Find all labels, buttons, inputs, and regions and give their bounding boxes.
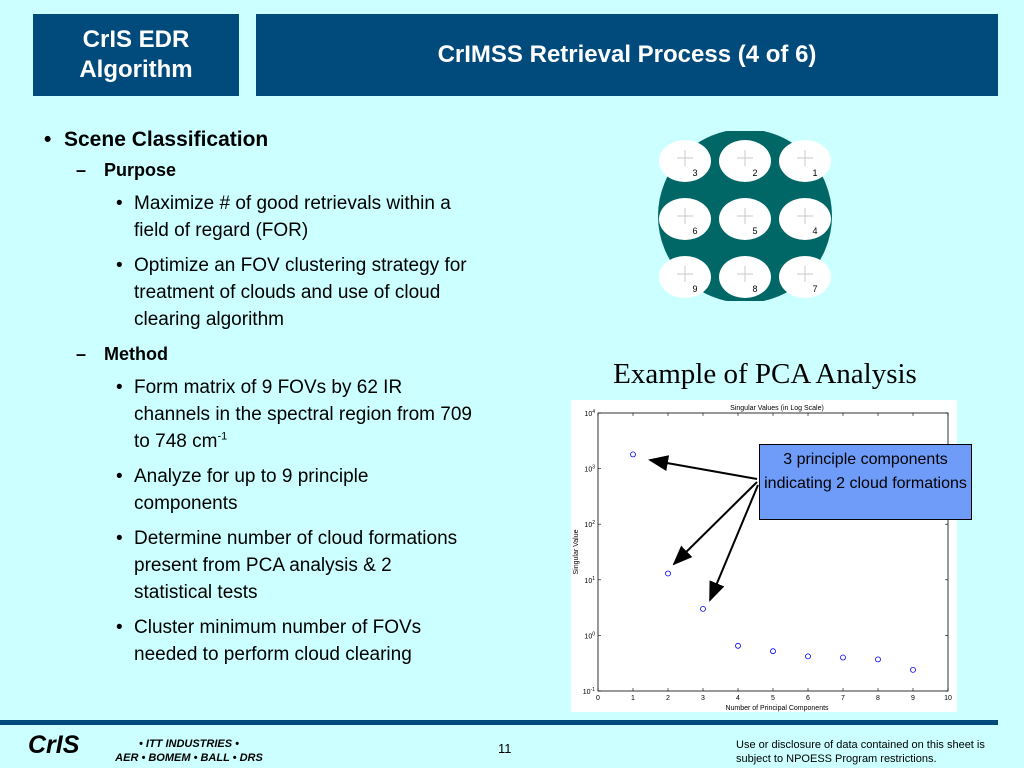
usage-notice: Use or disclosure of data contained on t… bbox=[736, 739, 985, 765]
sub-heading-text: Purpose bbox=[104, 160, 177, 180]
sub-heading-purpose: – Purpose bbox=[44, 157, 474, 184]
fov-label: 7 bbox=[812, 284, 817, 294]
cris-logo: CrIS bbox=[28, 731, 80, 759]
sponsors-line1: • ITT INDUSTRIES • bbox=[139, 738, 239, 750]
x-tick-label: 5 bbox=[771, 695, 775, 702]
slide-content: • Scene Classification – Purpose • Maxim… bbox=[44, 126, 474, 676]
fov-cell: 4 bbox=[779, 198, 831, 240]
slide-title: CrIMSS Retrieval Process (4 of 6) bbox=[437, 41, 817, 68]
fov-cell: 5 bbox=[719, 198, 771, 240]
section-label-line2: Algorithm bbox=[79, 56, 193, 83]
y-axis-label: Singular Value bbox=[573, 529, 580, 574]
data-point bbox=[875, 656, 881, 663]
fov-cell: 7 bbox=[779, 256, 831, 298]
chart-title: Singular Values (in Log Scale) bbox=[730, 405, 824, 412]
pca-title: Example of PCA Analysis bbox=[613, 358, 917, 390]
method-item-text: Cluster minimum number of FOVs needed to… bbox=[134, 617, 422, 665]
sub-heading-text: Method bbox=[104, 344, 168, 364]
x-tick-label: 10 bbox=[944, 695, 952, 702]
x-axis-label: Number of Principal Components bbox=[725, 705, 829, 712]
section-label-line1: CrIS EDR bbox=[82, 26, 190, 53]
bullet-dot: • bbox=[44, 128, 52, 151]
x-tick-label: 6 bbox=[806, 695, 810, 702]
x-tick-label: 4 bbox=[736, 695, 740, 702]
bullet-dot: • bbox=[116, 255, 123, 276]
bullet-scene-classification: • Scene Classification bbox=[44, 126, 474, 153]
purpose-item: • Optimize an FOV clustering strategy fo… bbox=[44, 252, 474, 333]
method-item: • Determine number of cloud formations p… bbox=[44, 525, 474, 606]
x-tick-label: 8 bbox=[876, 695, 880, 702]
superscript: -1 bbox=[217, 430, 228, 443]
data-point bbox=[910, 666, 916, 673]
fov-label: 3 bbox=[692, 168, 697, 178]
dash-marker: – bbox=[76, 344, 87, 364]
purpose-item: • Maximize # of good retrievals within a… bbox=[44, 190, 474, 244]
x-tick-label: 2 bbox=[666, 695, 670, 702]
y-tick-label: 101 bbox=[584, 576, 595, 585]
fov-cell: 3 bbox=[659, 140, 711, 182]
bullet-dot: • bbox=[116, 617, 123, 638]
y-tick-label: 104 bbox=[584, 409, 595, 418]
method-item: • Form matrix of 9 FOVs by 62 IR channel… bbox=[44, 374, 474, 455]
data-point bbox=[770, 648, 776, 655]
x-tick-label: 1 bbox=[631, 695, 635, 702]
data-point bbox=[735, 642, 741, 649]
bullet-dot: • bbox=[116, 377, 123, 398]
x-tick-label: 9 bbox=[911, 695, 915, 702]
footer-rule bbox=[0, 720, 998, 725]
bullet-dot: • bbox=[116, 193, 123, 214]
slide-title-bar: CrIMSS Retrieval Process (4 of 6) bbox=[256, 14, 998, 96]
data-point bbox=[840, 654, 846, 661]
x-tick-label: 3 bbox=[701, 695, 705, 702]
y-tick-label: 10-1 bbox=[583, 687, 595, 696]
x-tick-label: 7 bbox=[841, 695, 845, 702]
bullet-text: Scene Classification bbox=[64, 128, 269, 151]
sub-heading-method: – Method bbox=[44, 341, 474, 368]
fov-diagram: 3 2 1 6 5 4 9 8 7 bbox=[658, 131, 832, 301]
pca-callout: 3 principle components indicating 2 clou… bbox=[759, 444, 972, 520]
fov-label: 4 bbox=[812, 226, 817, 236]
method-item-text: Analyze for up to 9 principle components bbox=[134, 466, 369, 514]
data-point bbox=[630, 451, 636, 458]
page-number: 11 bbox=[498, 741, 512, 756]
bullet-dot: • bbox=[116, 528, 123, 549]
method-item: • Cluster minimum number of FOVs needed … bbox=[44, 614, 474, 668]
fov-label: 9 bbox=[692, 284, 697, 294]
fov-label: 2 bbox=[752, 168, 757, 178]
y-tick-label: 100 bbox=[584, 631, 595, 640]
data-point bbox=[700, 605, 706, 612]
fov-label: 5 bbox=[752, 226, 757, 236]
method-item: • Analyze for up to 9 principle componen… bbox=[44, 463, 474, 517]
y-tick-label: 102 bbox=[584, 520, 595, 529]
fov-cell: 9 bbox=[659, 256, 711, 298]
purpose-item-text: Maximize # of good retrievals within a f… bbox=[134, 193, 451, 241]
fov-label: 1 bbox=[812, 168, 817, 178]
y-tick-label: 103 bbox=[584, 465, 595, 474]
fov-cell: 6 bbox=[659, 198, 711, 240]
purpose-item-text: Optimize an FOV clustering strategy for … bbox=[134, 255, 467, 330]
fov-label: 8 bbox=[752, 284, 757, 294]
fov-cell: 1 bbox=[779, 140, 831, 182]
x-tick-label: 0 bbox=[596, 695, 600, 702]
sponsors: • ITT INDUSTRIES • AER • BOMEM • BALL • … bbox=[100, 737, 278, 765]
fov-cell: 2 bbox=[719, 140, 771, 182]
fov-cell: 8 bbox=[719, 256, 771, 298]
data-point bbox=[665, 570, 671, 577]
data-point bbox=[805, 653, 811, 660]
fov-label: 6 bbox=[692, 226, 697, 236]
dash-marker: – bbox=[76, 160, 87, 180]
bullet-dot: • bbox=[116, 466, 123, 487]
sponsors-line2: AER • BOMEM • BALL • DRS bbox=[115, 752, 263, 764]
section-label: CrIS EDR Algorithm bbox=[33, 14, 239, 96]
method-item-text: Form matrix of 9 FOVs by 62 IR channels … bbox=[134, 377, 472, 452]
method-item-text: Determine number of cloud formations pre… bbox=[134, 528, 458, 603]
